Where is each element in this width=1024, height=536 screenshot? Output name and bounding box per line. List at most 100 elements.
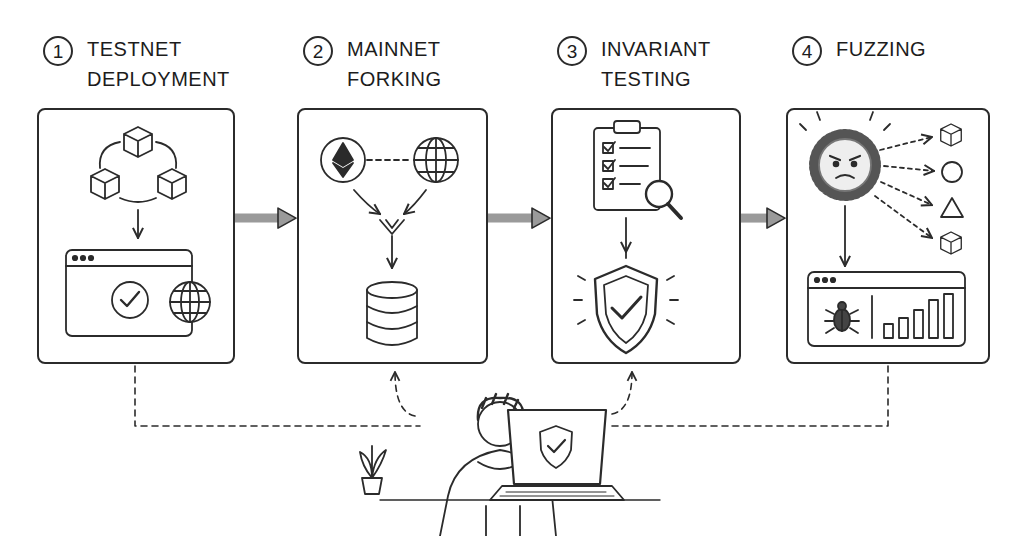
- step-box: [297, 108, 488, 364]
- bug-report-window: [914, 310, 923, 338]
- input-shapes: [941, 124, 962, 146]
- flow-arrow: [488, 214, 532, 223]
- checklist-clipboard-icon: [604, 142, 615, 187]
- shield-check-icon: [604, 276, 648, 343]
- fuzzer-monster-icon: [819, 139, 871, 191]
- checklist-clipboard-icon: [594, 121, 660, 210]
- fuzzer-monster-icon: [800, 112, 890, 130]
- magnifier-icon: [646, 181, 681, 218]
- browser-window-icon: [81, 256, 85, 260]
- bug-report-window: [808, 272, 965, 346]
- developer-figure: [478, 394, 523, 420]
- fuzzer-monster-icon: [815, 135, 875, 195]
- step-heading: 3 INVARIANT TESTING: [557, 34, 739, 94]
- browser-window-icon: [112, 282, 148, 318]
- dashed-input-arrows: [875, 137, 934, 238]
- database-icon: [367, 306, 417, 329]
- database-icon: [367, 282, 417, 298]
- step-heading: 2 MAINNET FORKING: [303, 34, 486, 94]
- globe-icon: [414, 138, 458, 182]
- checklist-clipboard-icon: [603, 161, 613, 171]
- step-box: [786, 108, 990, 364]
- step-number: 3: [557, 36, 587, 66]
- input-shapes: [941, 198, 963, 217]
- browser-window-icon: [121, 292, 139, 306]
- flow-arrow: [741, 214, 767, 223]
- bug-report-window: [831, 278, 835, 282]
- laptop-icon: [548, 440, 565, 452]
- laptop-icon: [500, 492, 614, 496]
- dashed-feedback-line: [135, 366, 888, 426]
- dashed-input-arrows: [881, 182, 932, 205]
- merge-arrows: [380, 220, 404, 234]
- shield-check-icon: [574, 251, 678, 353]
- bug-report-window: [838, 302, 846, 310]
- merge-arrows: [404, 190, 426, 214]
- step-number: 1: [43, 36, 73, 66]
- checklist-clipboard-icon: [620, 148, 650, 184]
- magnifier-icon: [668, 204, 681, 218]
- laptop-icon: [508, 410, 606, 484]
- globe-icon: [170, 282, 210, 322]
- step-box: [37, 108, 235, 364]
- bug-report-window: [884, 324, 893, 338]
- bug-report-window: [944, 294, 953, 338]
- plant-icon: [360, 446, 386, 478]
- step-node: 3 INVARIANT TESTING: [551, 34, 741, 364]
- bug-report-window: [834, 309, 850, 331]
- dashed-link: [367, 159, 412, 161]
- input-shapes: [941, 232, 962, 254]
- flow-arrow: [137, 210, 139, 238]
- ethereum-icon: [321, 138, 365, 182]
- blockchain-network-icon: [91, 127, 186, 202]
- bug-report-window: [808, 272, 965, 346]
- dashed-feedback-line: [395, 372, 415, 416]
- dashed-input-arrows: [875, 196, 932, 238]
- dashed-feedback-line: [610, 366, 888, 426]
- input-shapes: [941, 124, 963, 254]
- step-number: 2: [303, 36, 333, 66]
- bug-report-window: [823, 278, 827, 282]
- fuzzer-monster-icon: [830, 156, 860, 160]
- flow-arrow: [844, 206, 846, 266]
- flow-arrow: [235, 214, 278, 223]
- laptop-icon: [380, 410, 660, 500]
- developer-figure: [478, 402, 522, 446]
- bug-report-window: [899, 318, 908, 338]
- blockchain-network-icon: [156, 142, 176, 168]
- magnifier-icon: [646, 181, 672, 207]
- database-icon: [367, 290, 417, 345]
- merge-arrows: [391, 236, 393, 268]
- blockchain-network-icon: [124, 127, 152, 157]
- flow-arrow: [625, 218, 627, 252]
- step-title: INVARIANT TESTING: [599, 34, 739, 94]
- merge-arrows: [354, 190, 380, 214]
- step-node: 4FUZZING: [786, 34, 990, 364]
- flow-arrow: [844, 206, 846, 266]
- browser-window-icon: [66, 250, 192, 336]
- laptop-icon: [380, 499, 660, 500]
- developer-figure: [478, 462, 522, 469]
- fuzzer-monster-icon: [800, 112, 890, 195]
- fuzzer-monster-icon: [834, 162, 839, 167]
- shield-check-icon: [574, 251, 678, 324]
- flow-arrow: [625, 218, 627, 252]
- step-title: MAINNET FORKING: [345, 34, 486, 94]
- bug-report-window: [929, 300, 938, 338]
- step-heading: 1TESTNET DEPLOYMENT: [43, 34, 233, 94]
- bug-report-window: [815, 278, 819, 282]
- connector-group: [235, 218, 767, 219]
- ethereum-icon: [321, 138, 365, 182]
- browser-window-icon: [89, 256, 93, 260]
- step-node: 2 MAINNET FORKING: [297, 34, 488, 364]
- illustration-layer: [66, 112, 965, 536]
- globe-icon: [426, 138, 446, 182]
- blockchain-network-icon: [100, 142, 120, 168]
- step-heading: 4FUZZING: [792, 34, 988, 66]
- plant-icon: [362, 478, 382, 494]
- dashed-link: [367, 159, 412, 161]
- step-box: [551, 108, 741, 364]
- laptop-icon: [540, 426, 572, 468]
